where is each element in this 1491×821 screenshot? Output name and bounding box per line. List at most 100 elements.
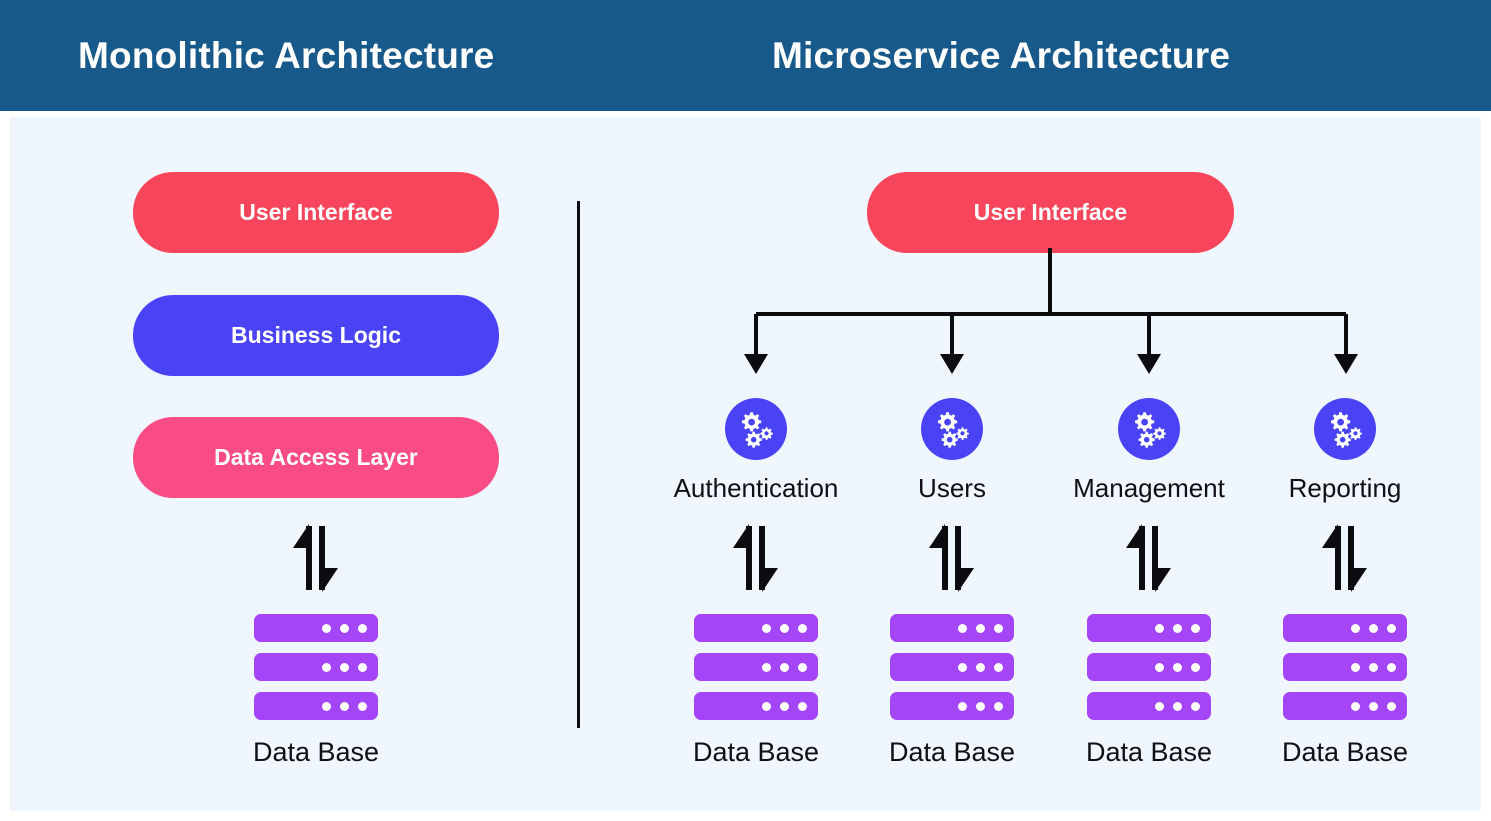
microservice-entry-user-interface[interactable]: User Interface: [867, 172, 1234, 253]
database-dot: [1155, 702, 1164, 711]
database-dot: [1387, 663, 1396, 672]
database-stack-icon: [254, 614, 378, 720]
database-dot: [1173, 663, 1182, 672]
database-dot: [762, 624, 771, 633]
database-dot: [762, 702, 771, 711]
database-dot: [994, 624, 1003, 633]
service-tree-connector: [610, 248, 1440, 378]
database-bar: [1087, 614, 1211, 642]
database-dot: [322, 624, 331, 633]
database-stack-icon: [1283, 614, 1407, 720]
service-label-reporting: Reporting: [1288, 472, 1402, 503]
database-dot: [1387, 624, 1396, 633]
database-dot: [1351, 702, 1360, 711]
database-dot: [780, 702, 789, 711]
service-icon-reporting[interactable]: [1314, 398, 1376, 460]
database-stack-icon: [890, 614, 1014, 720]
gears-icon: [1331, 412, 1362, 448]
header-bar: Monolithic Architecture Microservice Arc…: [0, 0, 1491, 111]
database-bar: [694, 653, 818, 681]
database-stack-icon: [1087, 614, 1211, 720]
database-dot: [798, 624, 807, 633]
database-stack-icon: [694, 614, 818, 720]
bidirectional-arrow-icon: [288, 522, 344, 594]
database-dot: [976, 702, 985, 711]
database-dot: [1351, 624, 1360, 633]
database-dot: [1173, 702, 1182, 711]
database-dot: [1155, 663, 1164, 672]
service-icon-authentication[interactable]: [725, 398, 787, 460]
database-dot: [322, 663, 331, 672]
monolith-layer-label: Data Access Layer: [214, 444, 418, 470]
database-bar: [890, 692, 1014, 720]
microservice-architecture-title: Microservice Architecture: [772, 34, 1231, 76]
section-divider: [577, 201, 580, 728]
bidirectional-arrow-icon: [1121, 522, 1177, 594]
database-label: Data Base: [692, 736, 820, 767]
service-label-management: Management: [1073, 472, 1225, 503]
gears-icon: [938, 412, 969, 448]
database-dot: [798, 663, 807, 672]
database-bar: [694, 692, 818, 720]
database-dot: [1369, 702, 1378, 711]
database-bar: [1087, 692, 1211, 720]
service-icon-management[interactable]: [1118, 398, 1180, 460]
database-dot: [976, 624, 985, 633]
monolith-layer-business-logic[interactable]: Business Logic: [133, 295, 499, 376]
database-dot: [1191, 624, 1200, 633]
database-dot: [1351, 663, 1360, 672]
microservice-entry-label: User Interface: [973, 199, 1128, 225]
bidirectional-arrow-icon: [728, 522, 784, 594]
database-dot: [322, 702, 331, 711]
database-dot: [976, 663, 985, 672]
database-bar: [1283, 692, 1407, 720]
database-dot: [994, 663, 1003, 672]
monolith-layer-user-interface[interactable]: User Interface: [133, 172, 499, 253]
database-label: Data Base: [252, 736, 380, 767]
monolithic-architecture-title: Monolithic Architecture: [78, 34, 495, 76]
database-dot: [798, 702, 807, 711]
database-dot: [1191, 663, 1200, 672]
database-dot: [780, 624, 789, 633]
database-bar: [1283, 614, 1407, 642]
database-dot: [958, 702, 967, 711]
database-bar: [254, 692, 378, 720]
database-bar: [1283, 653, 1407, 681]
database-label: Data Base: [1281, 736, 1409, 767]
database-label: Data Base: [888, 736, 1016, 767]
database-dot: [1387, 702, 1396, 711]
database-dot: [358, 702, 367, 711]
database-dot: [340, 624, 349, 633]
bidirectional-arrow-icon: [924, 522, 980, 594]
database-dot: [1191, 702, 1200, 711]
gears-icon: [1135, 412, 1166, 448]
database-bar: [1087, 653, 1211, 681]
database-dot: [958, 663, 967, 672]
database-dot: [1369, 663, 1378, 672]
database-dot: [340, 702, 349, 711]
database-dot: [340, 663, 349, 672]
database-label: Data Base: [1085, 736, 1213, 767]
database-dot: [358, 624, 367, 633]
database-dot: [1369, 624, 1378, 633]
gears-icon: [742, 412, 773, 448]
database-dot: [994, 702, 1003, 711]
database-dot: [1155, 624, 1164, 633]
database-dot: [762, 663, 771, 672]
database-bar: [254, 614, 378, 642]
database-bar: [890, 653, 1014, 681]
monolith-layer-label: User Interface: [239, 199, 393, 225]
database-dot: [780, 663, 789, 672]
monolith-layer-data-access-layer[interactable]: Data Access Layer: [133, 417, 499, 498]
monolith-layer-label: Business Logic: [231, 322, 401, 348]
database-dot: [1173, 624, 1182, 633]
database-bar: [694, 614, 818, 642]
service-label-authentication: Authentication: [673, 472, 839, 503]
bidirectional-arrow-icon: [1317, 522, 1373, 594]
service-icon-users[interactable]: [921, 398, 983, 460]
database-dot: [958, 624, 967, 633]
database-dot: [358, 663, 367, 672]
service-label-users: Users: [918, 472, 986, 503]
database-bar: [890, 614, 1014, 642]
